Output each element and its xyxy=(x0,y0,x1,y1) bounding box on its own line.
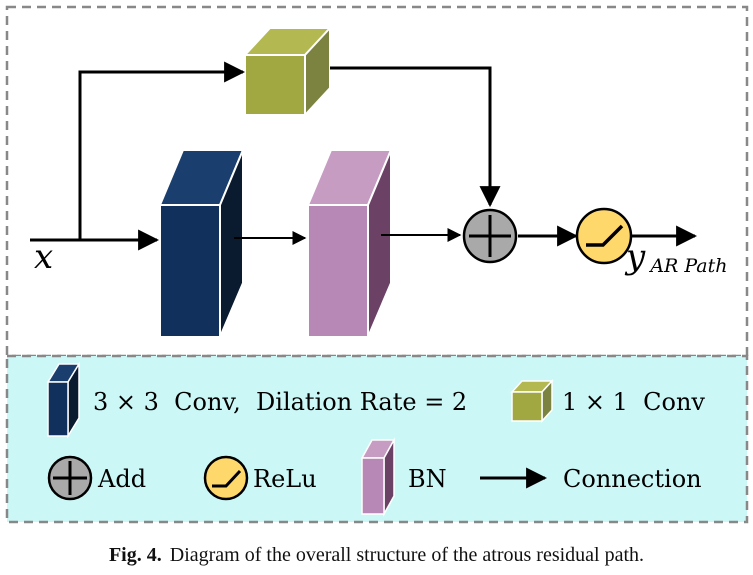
connections xyxy=(30,61,698,251)
input-label: x xyxy=(34,237,53,277)
architecture-diagram: x y AR Path 3 × 3 Conv, Dilation Rate = … xyxy=(5,5,749,524)
skip-line-up xyxy=(78,61,246,240)
skip-line-down xyxy=(330,66,501,208)
legend-add-label: Add xyxy=(97,465,146,493)
caption-label: Fig. 4. xyxy=(108,544,162,566)
figure-caption: Fig. 4. Diagram of the overall structure … xyxy=(0,544,753,567)
legend-relu-icon xyxy=(203,455,249,501)
bn-block xyxy=(306,149,393,338)
relu-node xyxy=(575,207,633,265)
conv1x1-block xyxy=(242,25,333,118)
legend-conv3x3-label: 3 × 3 Conv, Dilation Rate = 2 xyxy=(93,388,467,416)
legend-bn-label: BN xyxy=(408,465,447,493)
legend-add-icon xyxy=(47,455,93,501)
legend-conv3x3-icon xyxy=(46,361,81,439)
legend-bn-icon xyxy=(360,437,396,517)
conv3x3-block xyxy=(158,149,245,338)
legend-conv1x1-label: 1 × 1 Conv xyxy=(562,388,705,416)
caption-text: Diagram of the overall structure of the … xyxy=(169,544,645,566)
legend-conv1x1-icon xyxy=(510,379,554,423)
add-node xyxy=(462,208,518,264)
legend-relu-label: ReLu xyxy=(253,465,317,493)
output-label: y AR Path xyxy=(624,237,728,277)
legend-connection-label: Connection xyxy=(563,465,702,493)
